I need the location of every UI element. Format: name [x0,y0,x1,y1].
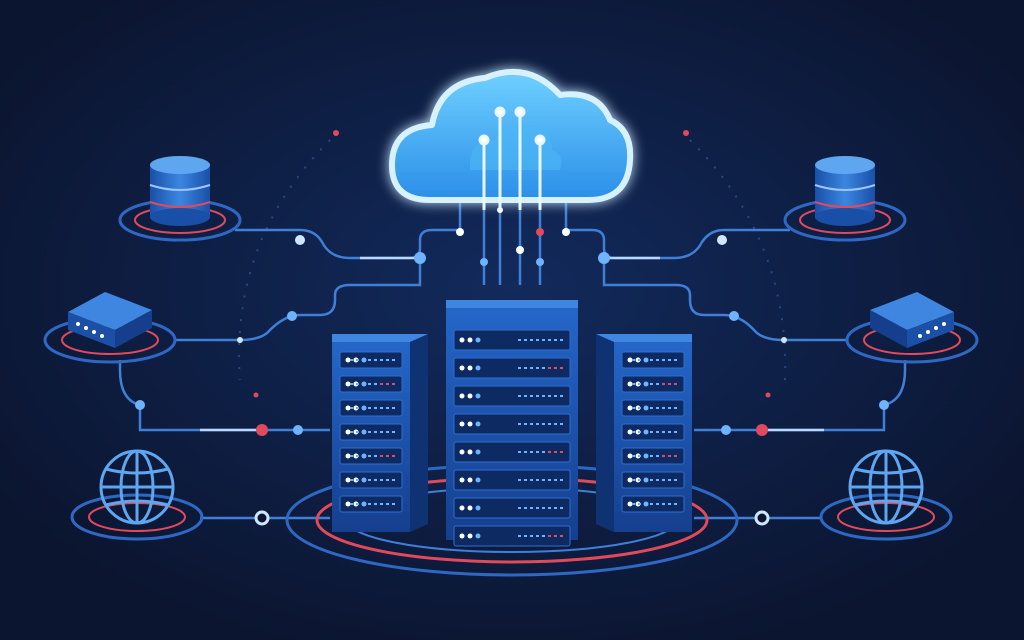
right-database [783,156,907,242]
rack-slot [621,447,685,465]
rack-slot [621,399,685,417]
left-database [118,156,242,242]
rack-slot [453,385,571,407]
rack-slot [453,413,571,435]
server-rack-center [446,300,578,547]
rack-slot [621,375,685,393]
server-rack-right [596,334,692,532]
database-icon [149,156,211,226]
rack-slot [339,423,403,441]
router-icon [870,292,954,348]
right-globe [819,449,953,541]
rack-slot [453,357,571,379]
rack-slot [339,375,403,393]
rack-slot [453,469,571,491]
decorative-arcs [238,139,787,381]
left-router [43,292,177,364]
router-icon [68,292,152,348]
highlight-lines [200,256,824,432]
rack-slot [621,351,685,369]
globe-icon [99,449,175,525]
rack-slot [621,423,685,441]
rack-slot [339,351,403,369]
rack-slot [621,495,685,513]
server-rack-left [332,334,428,532]
line-nodes [135,130,889,526]
cloud-connectors [478,106,546,210]
rack-slot [339,447,403,465]
rack-slot [453,329,571,351]
database-icon [814,156,876,226]
globe-icon [848,449,924,525]
rack-slot [339,471,403,489]
rack-slot [339,495,403,513]
rack-slot [453,497,571,519]
rack-slot [621,471,685,489]
server-racks [332,300,692,547]
rack-slot [453,441,571,463]
right-router [845,292,979,364]
rack-slot [453,525,571,547]
left-globe [70,449,204,541]
rack-slot [339,399,403,417]
